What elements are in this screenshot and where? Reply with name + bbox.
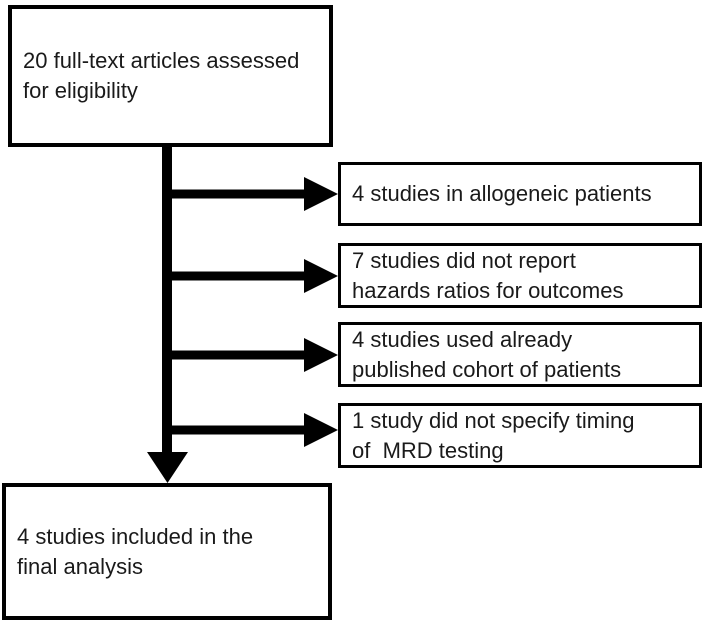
node-excluded-no-hazard-ratios-text: 7 studies did not report hazards ratios … <box>352 247 624 303</box>
branch-arrow-1-line <box>162 189 307 199</box>
node-included-text: 4 studies included in the final analysis <box>17 523 254 579</box>
main-vertical-line <box>162 144 172 456</box>
branch-arrow-2-head <box>304 259 338 293</box>
down-arrowhead <box>147 452 188 483</box>
node-included: 4 studies included in the final analysis <box>2 483 332 620</box>
node-assessed-text: 20 full-text articles assessed for eligi… <box>23 48 300 103</box>
node-excluded-published-cohort-text: 4 studies used already published cohort … <box>352 326 622 382</box>
node-excluded-mrd-timing: 1 study did not specify timing of MRD te… <box>338 403 702 468</box>
branch-arrow-2-line <box>162 271 307 281</box>
node-excluded-allogeneic-text: 4 studies in allogeneic patients <box>352 181 652 206</box>
node-assessed: 20 full-text articles assessed for eligi… <box>8 5 333 147</box>
node-excluded-allogeneic: 4 studies in allogeneic patients <box>338 162 702 226</box>
branch-arrow-4-head <box>304 413 338 447</box>
node-excluded-no-hazard-ratios: 7 studies did not report hazards ratios … <box>338 243 702 308</box>
branch-arrow-4-line <box>162 425 307 435</box>
branch-arrow-1-head <box>304 177 338 211</box>
branch-arrow-3-line <box>162 350 307 360</box>
node-excluded-published-cohort: 4 studies used already published cohort … <box>338 322 702 387</box>
node-excluded-mrd-timing-text: 1 study did not specify timing of MRD te… <box>352 407 635 463</box>
branch-arrow-3-head <box>304 338 338 372</box>
